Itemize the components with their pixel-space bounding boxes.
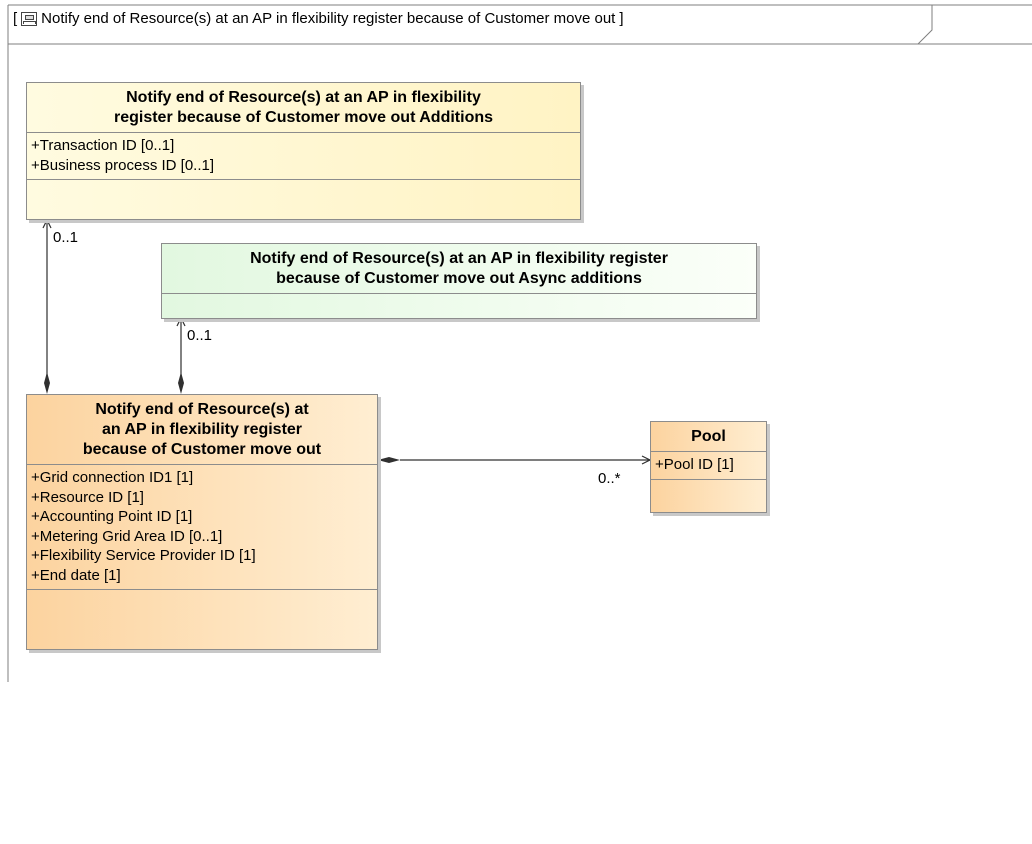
attribute: +Accounting Point ID [1]: [31, 508, 193, 525]
class-header: Pool: [651, 422, 766, 452]
class-diagram-icon: [21, 11, 38, 26]
frame-title-close-bracket: ]: [619, 10, 624, 27]
class-main[interactable]: Notify end of Resource(s) at an AP in fl…: [26, 394, 378, 650]
class-async-additions[interactable]: Notify end of Resource(s) at an AP in fl…: [161, 243, 757, 319]
composition-diamond: [178, 372, 184, 394]
frame-title-text: Notify end of Resource(s) at an AP in fl…: [41, 10, 616, 27]
frame-title: [ Notify end of Resource(s) at an AP in …: [13, 10, 624, 27]
attribute-compartment: +Transaction ID [0..1] +Business process…: [27, 133, 580, 180]
class-additions[interactable]: Notify end of Resource(s) at an AP in fl…: [26, 82, 581, 220]
diagram-frame: [ Notify end of Resource(s) at an AP in …: [7, 4, 1032, 682]
class-name: Notify end of Resource(s) at an AP in fl…: [250, 250, 668, 267]
class-header: Notify end of Resource(s) at an AP in fl…: [27, 83, 580, 133]
attribute: +Transaction ID [0..1]: [31, 137, 175, 154]
frame-title-tab: [8, 5, 933, 45]
class-name: an AP in flexibility register: [101, 421, 303, 438]
class-name: because of Customer move out Async addit…: [276, 270, 642, 287]
attribute: +Metering Grid Area ID [0..1]: [31, 527, 223, 545]
class-name: register because of Customer move out Ad…: [113, 109, 494, 126]
attribute: +End date [1]: [31, 566, 121, 584]
operation-compartment: [651, 480, 766, 570]
connectors-layer: [7, 4, 1032, 682]
composition-diamond: [378, 457, 400, 463]
multiplicity-label: 0..1: [187, 327, 213, 344]
frame-title-open-bracket: [: [13, 10, 18, 27]
attribute-compartment: +Grid connection ID1 [1] +Resource ID [1…: [27, 465, 377, 590]
attribute: +Pool ID [1]: [655, 456, 734, 473]
attribute: +Business process ID [0..1]: [31, 156, 215, 174]
association-main-async: [176, 316, 186, 394]
class-name: Notify end of Resource(s) at: [95, 401, 309, 418]
class-pool[interactable]: Pool +Pool ID [1]: [650, 421, 767, 513]
class-header: Notify end of Resource(s) at an AP in fl…: [27, 395, 377, 465]
attribute: +Grid connection ID1 [1]: [31, 469, 194, 486]
multiplicity-label: 0..*: [598, 470, 621, 487]
association-main-additions: [42, 218, 52, 394]
attribute-compartment: +Pool ID [1]: [651, 452, 766, 480]
class-name: because of Customer move out: [82, 441, 322, 458]
class-name: Notify end of Resource(s) at an AP in fl…: [126, 89, 481, 106]
class-header: Notify end of Resource(s) at an AP in fl…: [162, 244, 756, 294]
composition-diamond: [44, 372, 50, 394]
class-name: Pool: [691, 428, 726, 445]
attribute: +Flexibility Service Provider ID [1]: [31, 547, 256, 564]
operation-compartment: [27, 590, 377, 844]
multiplicity-label: 0..1: [53, 229, 79, 246]
association-main-pool: [378, 455, 652, 465]
attribute: +Resource ID [1]: [31, 488, 144, 506]
